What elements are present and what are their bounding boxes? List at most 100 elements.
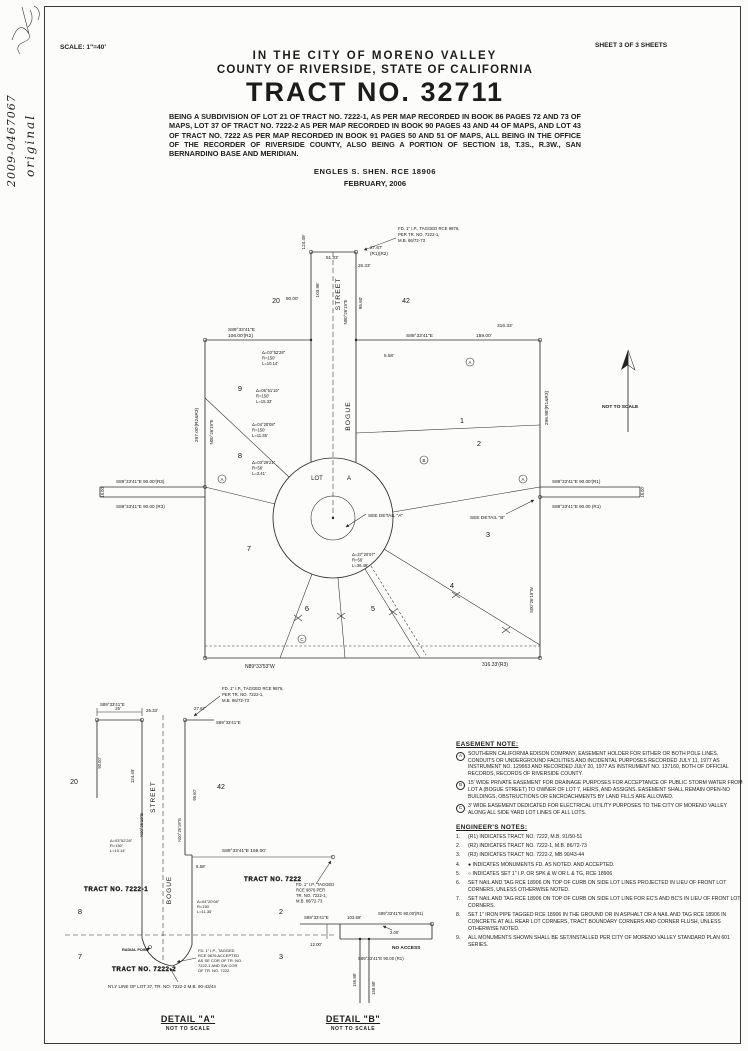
dim-label: 103.96' (315, 282, 320, 297)
detail-b-caption: DETAIL "B" NOT TO SCALE (303, 1014, 403, 1032)
curve-delta: Δ=04°20'08" (252, 422, 276, 427)
engineer-note-number: 2. (456, 842, 461, 849)
found-note-line: OF TR. NO. 7222. (198, 968, 230, 973)
dim-label: 90.00' (286, 296, 298, 301)
found-note-line: RCE 9876 PER (296, 888, 325, 893)
engineer-note-number: 4. (456, 861, 461, 868)
engineer-note-number: 7. (456, 896, 461, 903)
dim-label: 158.98' (371, 981, 376, 995)
subdivision-description: BEING A SUBDIVISION OF LOT 21 OF TRACT N… (169, 112, 581, 159)
found-note-line: 7222-1 AND SW COR (198, 963, 237, 968)
lot-number: 7 (78, 952, 82, 961)
dim-label: S89°33'41"E 159.00' (222, 848, 266, 854)
plat-boundary (204, 339, 541, 659)
date-line: FEBRUARY, 2006 (343, 178, 407, 188)
dim-label: 316.33' (497, 323, 513, 329)
dim-label: 15.00' (640, 486, 645, 497)
lot-number: 3 (486, 530, 490, 539)
engineer-note-text: (R3) INDICATES TRACT NO. 7222-2, MB 90/4… (468, 852, 585, 859)
detail-b-labels: S89°33'41"E 103.58' S89°33'41"E 90.00'(R… (304, 911, 424, 995)
easement-mark-a: A (522, 477, 525, 482)
easement-x-marks (293, 591, 511, 634)
curve-radius: R=56' (252, 466, 263, 471)
dim-label: 316.33'(R3) (482, 662, 508, 668)
engineer-note-number: 8. (456, 912, 461, 919)
street-name: BOGUE (166, 876, 173, 904)
engineer-note-text: SET 1" IRON PIPE TAGGED RCE 18906 IN THE… (468, 912, 727, 932)
easement-mark-b: B (423, 458, 426, 463)
notes-column: EASEMENT NOTE: A SOUTHERN CALIFORNIA EDI… (456, 741, 743, 951)
lot-a-label: LOT (311, 476, 323, 482)
found-note-line: FD. 1" I.P., TAGGED RCE 9876, (398, 226, 459, 231)
engineer-note-text: ● INDICATES MONUMENTS FD. AS NOTED. AND … (468, 861, 615, 868)
easement-letter-marks: A A A B C (217, 357, 528, 644)
dim-label: (R1)(R2) (370, 251, 388, 256)
dim-label: S89°33'41"E 90.00'(R1) (552, 479, 601, 484)
easement-note-text: SOUTHERN CALIFORNIA EDISON COMPANY, EASE… (468, 751, 729, 778)
dim-label: 5.58' (384, 353, 394, 358)
county-line: COUNTY OF RIVERSIDE, STATE OF CALIFORNIA (216, 64, 534, 76)
bearing-label: N89°33'53"W (245, 664, 275, 670)
nly-line-note: N'LY LINE OF LOT 37, TR. NO. 7222-2 M.B.… (108, 984, 216, 989)
found-note-line: FD. 1" I.P., TAGGED (296, 882, 334, 887)
dim-label: 15.00' (100, 486, 105, 497)
dim-label: 26.33' (358, 263, 370, 268)
curve-delta: Δ=03°52'28" (262, 350, 286, 355)
curve-length: L=10.14' (110, 848, 126, 853)
bearing-label: S89°33'41"E (406, 333, 433, 339)
detail-a-lines (65, 695, 336, 983)
found-note-line: M.B. 86/72-73 (296, 899, 323, 904)
corner-scribble (11, 5, 40, 55)
dim-label: 90.00' (97, 757, 102, 768)
curve-radius: R=150' (262, 356, 275, 361)
scale-label: SCALE: 1"=40' (60, 44, 106, 51)
tract-name: TRACT NO. 7222-1 (84, 886, 148, 893)
dim-label: S89°33'41"E 90.00 (R1) (552, 504, 601, 509)
dim-label: 103.58' (347, 915, 361, 920)
bearing-label: S00°26'19"W (529, 586, 534, 613)
tract-name: TRACT NO. 7222 (244, 876, 302, 883)
found-note-line: TR. NO. 7222-1, (296, 893, 327, 898)
easement-dashed-lines (205, 565, 540, 656)
found-note-line: PER TR. NO. 7222-1, (398, 232, 439, 237)
engineer-note-number: 1. (456, 833, 461, 840)
engineer-note-text: (R1) INDICATES TRACT NO. 7222, M.B. 91/5… (468, 833, 583, 840)
bearing-label: S89°33'41"E (216, 720, 241, 725)
north-arrow: NOT TO SCALE (602, 349, 639, 432)
lot-number: 5 (371, 604, 375, 613)
detail-a-scale-note: NOT TO SCALE (165, 1025, 211, 1032)
engineer-note-text: (R2) INDICATES TRACT NO. 7222-1, M.B. 86… (468, 842, 587, 849)
bearing-label: S89°33'41"E (304, 915, 329, 920)
found-note-line: FD. 1" I.P., TAGGED RCE 9876, (222, 686, 283, 691)
dim-label: 2.00' (390, 930, 399, 935)
dim-label: 26.33' (146, 708, 158, 713)
street-name: STREET (335, 278, 342, 311)
found-note-line: M.B. 86/72-73 (398, 238, 426, 243)
lot-number: 6 (305, 604, 309, 613)
engineer-note-item: 6. SET NAIL AND TAG RCE 18906 ON TOP OF … (456, 880, 743, 893)
detail-a-caption: DETAIL "A" NOT TO SCALE (138, 1014, 238, 1032)
recorder-number: 2009-0467067 (5, 94, 18, 187)
dim-label: 25' (115, 706, 121, 711)
easement-letter-badge: C (456, 803, 465, 813)
easement-note-item: B 15' WIDE PRIVATE EASEMENT FOR DRAINAGE… (456, 780, 743, 800)
found-note-line: RCE 9876 ACCEPTED (198, 953, 239, 958)
engineer-note-item: 3. (R3) INDICATES TRACT NO. 7222-2, MB 9… (456, 852, 743, 859)
curve-delta: Δ=37°20'07" (352, 552, 376, 557)
easement-letter-badge: A (456, 751, 465, 761)
lot-number: 9 (238, 384, 242, 393)
handwritten-note: original (23, 113, 37, 177)
dim-label: 156.98' (352, 973, 357, 987)
engineer-note-item: 2. (R2) INDICATES TRACT NO. 7222-1, M.B.… (456, 843, 743, 850)
lot-number: 3 (279, 952, 283, 961)
dim-label: 51.33' (326, 255, 338, 260)
no-access-label: NO ACCESS (392, 945, 421, 951)
dim-label: 124.49' (130, 769, 135, 783)
easement-mark-a: A (469, 360, 472, 365)
curve-length: L=15.33' (256, 399, 272, 404)
dim-label: S89°33'41"E 90.00'(R1) (378, 911, 424, 916)
curve-delta: Δ=04°20'08" (197, 899, 220, 904)
easement-note-item: A SOUTHERN CALIFORNIA EDISON COMPANY, EA… (456, 751, 743, 778)
radial-point-label: RADIAL POINT (122, 948, 150, 952)
